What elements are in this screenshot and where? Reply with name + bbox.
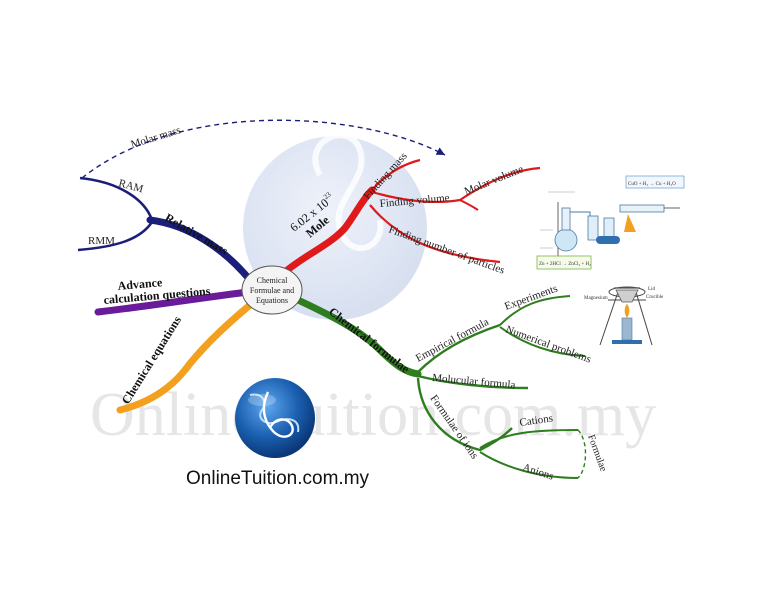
advance-branch [94, 288, 252, 316]
rmm-branch [77, 221, 154, 252]
logo-text: OnlineTuition.com.my [186, 468, 370, 489]
experiments-branch [499, 295, 571, 326]
molar-volume-label: Molar volume [463, 163, 526, 198]
formulae-bracket [577, 429, 587, 479]
molar-mass-arrow [81, 119, 446, 179]
background-globe-swirl [312, 132, 384, 252]
crucible-label: Crucible [646, 295, 664, 300]
cations-branch [479, 429, 579, 449]
lab-apparatus-illustration: CuO + H₂ → Cu + H₂O Zn + 2HCl → ZnCl₂ + … [536, 175, 685, 270]
numerical-problems-label: Numerical problems [504, 324, 593, 366]
cations-label: Cations [519, 412, 554, 429]
finding-volume-sub [459, 199, 479, 211]
center-label-line2: Formulae and [250, 286, 294, 295]
molecular-formula-branch [417, 374, 529, 390]
finding-particles-branch [369, 204, 501, 264]
rmm-label: RMM [88, 235, 115, 247]
numerical-problems-branch [499, 326, 586, 357]
lid-label: Lid [648, 287, 655, 292]
center-label-line3: Equations [256, 296, 288, 305]
ram-label: RAM [117, 177, 145, 195]
chemical-formulae-branch [294, 296, 422, 378]
logo-globe-icon [235, 378, 315, 458]
relative-mass-branch [146, 216, 254, 284]
reaction-top-label: CuO + H₂ → Cu + H₂O [628, 182, 676, 187]
ram-branch [79, 176, 154, 221]
molar-mass-label: Molar mass [129, 124, 182, 151]
relative-mass-label: Relative mass [163, 210, 231, 257]
finding-mass-branch [371, 158, 421, 191]
mole-branch [281, 186, 376, 276]
anions-label: Anions [521, 461, 555, 482]
center-label-line1: Chemical [257, 276, 288, 285]
empirical-formula-label: Empirical formula [414, 316, 491, 365]
chemical-formulae-label: Chemical formulae [326, 304, 413, 376]
magnesium-label: Magnesium [584, 296, 608, 301]
advance-label-line1: Advance [117, 275, 163, 293]
watermark: OnlineTuition.com.my [90, 381, 656, 449]
center-node [241, 265, 303, 315]
chemical-equations-branch [116, 301, 254, 414]
empirical-formula-branch [417, 323, 501, 373]
reaction-bottom-label: Zn + 2HCl → ZnCl₂ + H₂ [539, 262, 591, 267]
formulae-of-ions-branch [416, 377, 513, 452]
crucible-illustration: Crucible Lid Magnesium [584, 286, 664, 346]
anions-branch [479, 451, 579, 479]
